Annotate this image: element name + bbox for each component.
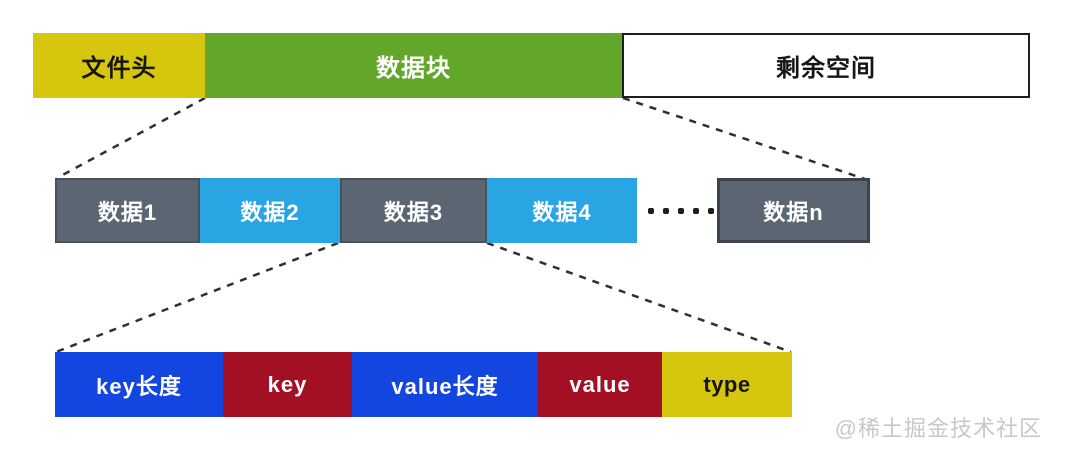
segment-value-length-label: value长度 [391,373,499,399]
segment-data-n-label: 数据n [763,199,824,225]
segment-key: key [223,352,352,417]
segment-key-length: key长度 [55,352,223,417]
segment-data-1-label: 数据1 [97,199,158,225]
ellipsis-dot [662,207,669,214]
ellipsis-dot [677,207,684,214]
segment-type-label: type [703,371,751,397]
segment-value: value [538,352,662,417]
ellipsis-dot [692,207,699,214]
ellipsis-dot [647,207,654,214]
segment-free-space: 剩余空间 [622,33,1030,98]
ellipsis-dots [644,178,717,243]
segment-data-4: 数据4 [487,178,637,243]
segment-data-2-label: 数据2 [240,199,300,225]
segment-key-label: key [267,371,308,397]
segment-data-4-label: 数据4 [532,199,592,225]
segment-value-length: value长度 [352,352,538,417]
segment-type: type [662,352,792,417]
watermark-text: @稀土掘金技术社区 [834,416,1042,441]
segment-data-2: 数据2 [200,178,340,243]
segment-data-block-label: 数据块 [376,55,451,82]
segment-key-length-label: key长度 [96,373,182,399]
segment-data-n: 数据n [717,178,870,243]
segment-file-header: 文件头 [33,33,205,98]
connector-block-to-record-right [486,241,792,354]
segment-data-3: 数据3 [340,178,487,243]
segment-free-space-label: 剩余空间 [776,55,876,82]
ellipsis-dot [707,207,714,214]
segment-data-block: 数据块 [205,33,622,98]
segment-data-3-label: 数据3 [383,199,444,225]
segment-file-header-label: 文件头 [81,55,157,82]
connector-header-to-blocks-left [56,96,206,180]
connector-block-to-record-left [55,241,339,354]
segment-value-label: value [569,371,631,397]
connector-header-to-blocks-right [622,96,869,182]
segment-data-1: 数据1 [55,178,200,243]
